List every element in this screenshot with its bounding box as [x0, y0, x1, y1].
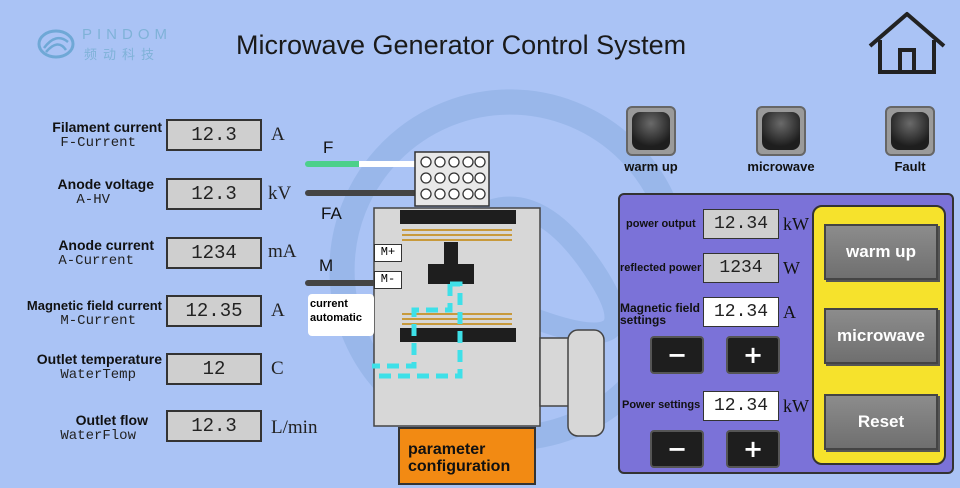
reflected-power-unit: W [783, 258, 800, 278]
readout-sub: WaterFlow [60, 428, 136, 444]
fault-lamp [885, 106, 935, 156]
brand-name-en: PINDOM [82, 26, 172, 43]
param-line1: parameter [408, 441, 486, 458]
anode-voltage-unit: kV [268, 183, 292, 204]
outlet-flow-unit: L/min [271, 417, 318, 438]
connector-terminal-block [414, 151, 490, 207]
fault-lamp-label: Fault [894, 159, 926, 174]
readout-sub: A-HV [76, 192, 110, 208]
control-mode-indicator[interactable]: current automatic [308, 294, 374, 336]
lamp-icon [762, 112, 800, 150]
readout-sub: M-Current [60, 313, 136, 329]
filament-current-unit: A [271, 124, 285, 145]
filament-wire [305, 161, 417, 167]
readout-label-outlet-temp: Outlet temperature WaterTemp [0, 351, 162, 383]
warm-up-lamp [626, 106, 676, 156]
magnetic-current-value: 12.35 [166, 295, 262, 327]
power-increment-button[interactable]: + [726, 430, 780, 468]
microwave-button[interactable]: microwave [824, 308, 938, 364]
magnetic-field-increment-button[interactable]: + [726, 336, 780, 374]
readout-name: Anode voltage [57, 176, 154, 192]
magnetic-field-unit: A [783, 302, 796, 322]
power-settings-input[interactable]: 12.34 [703, 391, 779, 421]
magnetic-current-unit: A [271, 300, 285, 321]
readout-label-filament: Filament current F-Current [0, 119, 162, 151]
power-output-label: power output [626, 218, 696, 230]
magnetic-field-label-2: settings [620, 313, 667, 327]
microwave-lamp-label: microwave [747, 159, 815, 174]
magnetron-body [372, 207, 605, 437]
power-settings-label: Power settings [622, 399, 701, 411]
microwave-lamp [756, 106, 806, 156]
page-title: Microwave Generator Control System [236, 30, 687, 60]
readout-name: Filament current [52, 119, 162, 135]
readout-name: Outlet flow [75, 412, 148, 428]
readout-sub: F-Current [60, 135, 136, 151]
terminal-m-minus: M- [374, 271, 402, 289]
readout-label-anode-current: Anode current A-Current [0, 237, 162, 269]
wire-m-label: M [319, 256, 334, 275]
reflected-power-label: reflected power [620, 262, 702, 274]
anode-voltage-value: 12.3 [166, 178, 262, 210]
lamp-icon [891, 112, 929, 150]
readout-label-anode-voltage: Anode voltage A-HV [0, 176, 162, 208]
power-output-unit: kW [783, 214, 809, 234]
home-icon[interactable] [866, 10, 948, 76]
outlet-temp-value: 12 [166, 353, 262, 385]
parameter-configuration-button[interactable]: parameter configuration [398, 427, 536, 485]
readout-label-outlet-flow: Outlet flow WaterFlow [0, 412, 162, 444]
magnetic-field-label-1: Magnetic field [620, 301, 701, 315]
coolant-flow-line [308, 360, 380, 370]
terminal-m-plus: M+ [374, 244, 402, 262]
wire-fa-label: FA [321, 204, 342, 223]
readout-sub: WaterTemp [60, 367, 136, 383]
readout-name: Outlet temperature [36, 351, 162, 367]
mode-line2: automatic [310, 312, 362, 324]
fa-wire [305, 190, 417, 196]
readout-name: Anode current [58, 237, 154, 253]
param-line2: configuration [408, 458, 511, 475]
anode-current-value: 1234 [166, 237, 262, 269]
power-decrement-button[interactable]: − [650, 430, 704, 468]
reflected-power-value: 1234 [703, 253, 779, 283]
magnetic-field-decrement-button[interactable]: − [650, 336, 704, 374]
reset-button[interactable]: Reset [824, 394, 938, 450]
power-output-value: 12.34 [703, 209, 779, 239]
power-settings-unit: kW [783, 396, 809, 416]
wire-f-label: F [323, 138, 334, 157]
readout-label-magnetic-current: Magnetic field current M-Current [0, 298, 162, 329]
warm-up-lamp-label: warm up [624, 159, 678, 174]
anode-current-unit: mA [268, 241, 297, 262]
outlet-temp-unit: C [271, 358, 284, 379]
m-wire [305, 280, 377, 286]
lamp-icon [632, 112, 670, 150]
outlet-flow-value: 12.3 [166, 410, 262, 442]
readout-sub: A-Current [58, 253, 134, 269]
action-panel: warm up microwave Reset [812, 205, 946, 465]
mode-line1: current [310, 298, 348, 310]
readout-name: Magnetic field current [26, 298, 162, 313]
warm-up-button[interactable]: warm up [824, 224, 938, 280]
brand-name-cn: 频动科技 [84, 48, 161, 63]
filament-current-value: 12.3 [166, 119, 262, 151]
magnetic-field-input[interactable]: 12.34 [703, 297, 779, 327]
pindom-logo-icon [37, 29, 75, 59]
